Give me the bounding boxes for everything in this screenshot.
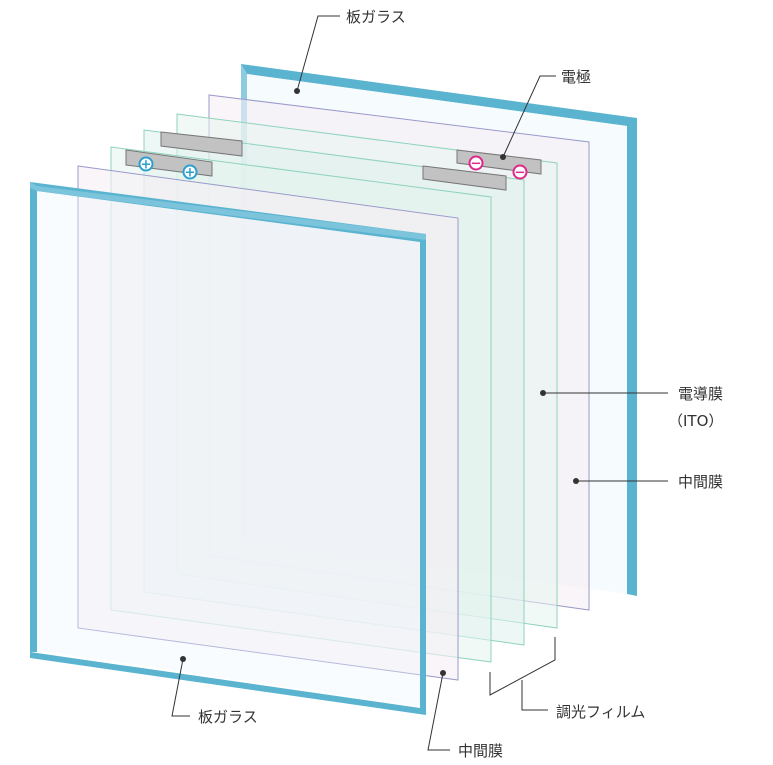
label-glass-front: 板ガラス — [198, 708, 258, 726]
leader-electrode — [502, 75, 556, 158]
leader-interlayer-bottom — [427, 672, 450, 751]
leader-light-control-film-stem — [521, 680, 548, 711]
label-interlayer-right: 中間膜 — [678, 473, 724, 491]
glass-pane-back-edge — [241, 64, 637, 596]
positive-terminal-2: + — [182, 164, 198, 181]
glass-pane-front-face — [37, 190, 420, 707]
electrode-bar-4 — [422, 165, 507, 191]
positive-sign: + — [141, 158, 152, 173]
electrodes: + + − − — [125, 131, 542, 191]
leader-glass-front — [171, 658, 190, 717]
leader-glass-back — [296, 15, 340, 92]
glass-pane-front-edge — [30, 182, 426, 715]
label-conductive-film-sub: （ITO） — [668, 412, 724, 430]
positive-terminal-1: + — [138, 156, 154, 173]
label-conductive-film: 電導膜 — [678, 385, 724, 403]
leader-lines — [171, 15, 668, 751]
label-electrode: 電極 — [561, 68, 592, 86]
electrode-bar-1 — [160, 131, 243, 157]
interlayer-front — [77, 165, 459, 681]
label-interlayer-bottom: 中間膜 — [458, 742, 504, 760]
negative-sign: − — [515, 166, 526, 181]
negative-terminal-2: − — [512, 164, 528, 181]
glass-pane-front-edge-top — [30, 182, 426, 240]
glass-pane-front — [30, 182, 426, 715]
negative-terminal-1: − — [468, 155, 484, 172]
positive-sign: + — [185, 166, 196, 181]
leader-dots — [180, 88, 579, 676]
label-glass-back: 板ガラス — [346, 8, 406, 26]
negative-sign: − — [471, 157, 482, 172]
label-light-control-film: 調光フィルム — [556, 703, 646, 721]
leader-light-control-film — [489, 637, 556, 696]
